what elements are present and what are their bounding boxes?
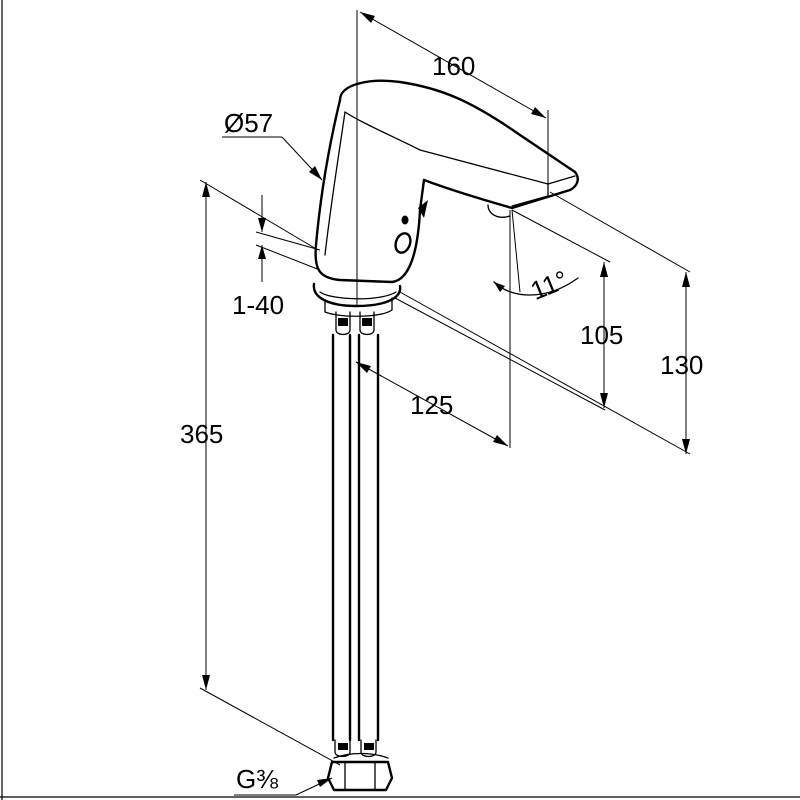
dimension-thread: G⅜ — [234, 764, 333, 796]
sensor-icon — [394, 200, 428, 254]
dim-label-105: 105 — [580, 320, 623, 350]
dimension-range: 1-40 — [232, 195, 321, 320]
dimension-105: 105 — [511, 209, 623, 408]
dimension-125: 125 — [355, 297, 606, 447]
dim-label-angle: 11° — [526, 264, 572, 306]
dim-label-365: 365 — [180, 419, 223, 449]
dimension-angle: 11° — [493, 209, 579, 448]
dim-label-diameter: Ø57 — [224, 108, 273, 138]
dimension-365: 365 — [180, 179, 341, 766]
supply-hoses — [326, 311, 394, 792]
dimension-diameter: Ø57 — [222, 108, 323, 181]
dim-label-125: 125 — [410, 390, 453, 420]
dim-label-130: 130 — [660, 350, 703, 380]
dim-label-160: 160 — [432, 51, 475, 81]
dim-label-range: 1-40 — [232, 290, 284, 320]
faucet-body — [314, 79, 579, 284]
dimension-160: 160 — [359, 11, 549, 196]
dimension-130: 130 — [399, 191, 703, 455]
dim-label-thread: G⅜ — [236, 764, 278, 794]
